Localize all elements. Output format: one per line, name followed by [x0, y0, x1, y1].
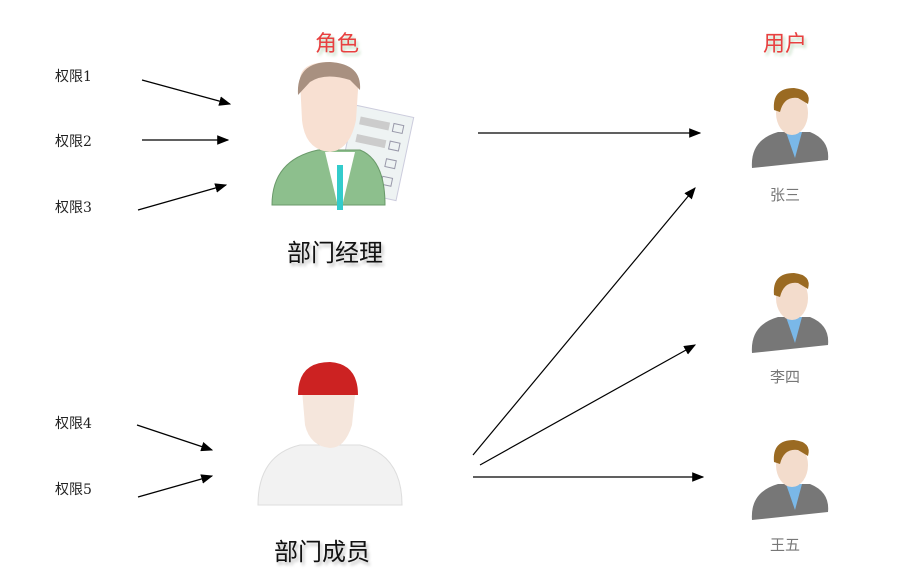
member-figure-icon	[257, 362, 403, 506]
users-header: 用户	[762, 32, 808, 57]
user-zhangsan-icon	[751, 88, 829, 168]
arrow-perm1-manager	[141, 79, 232, 106]
arrow-member-zhangsan	[472, 187, 696, 456]
user-wangwu-icon	[751, 440, 829, 520]
roles-header: 角色	[314, 32, 360, 57]
permission-3: 权限3	[55, 200, 92, 216]
permission-1: 权限1	[55, 69, 92, 85]
role-member-label: 部门成员	[274, 538, 370, 566]
arrow-perm5-member	[137, 474, 214, 498]
permission-4: 权限4	[55, 416, 92, 432]
user-zhangsan-label: 张三	[769, 186, 801, 204]
arrow-perm3-manager	[137, 183, 228, 211]
permission-5: 权限5	[55, 482, 92, 498]
user-lisi-icon	[751, 273, 829, 353]
user-wangwu-label: 王五	[769, 536, 801, 554]
user-lisi-label: 李四	[769, 368, 801, 386]
arrow-member-lisi	[479, 344, 697, 466]
role-manager-label: 部门经理	[287, 239, 383, 267]
permission-2: 权限2	[55, 134, 92, 150]
arrow-perm4-member	[136, 424, 214, 452]
manager-figure-icon	[271, 62, 415, 215]
